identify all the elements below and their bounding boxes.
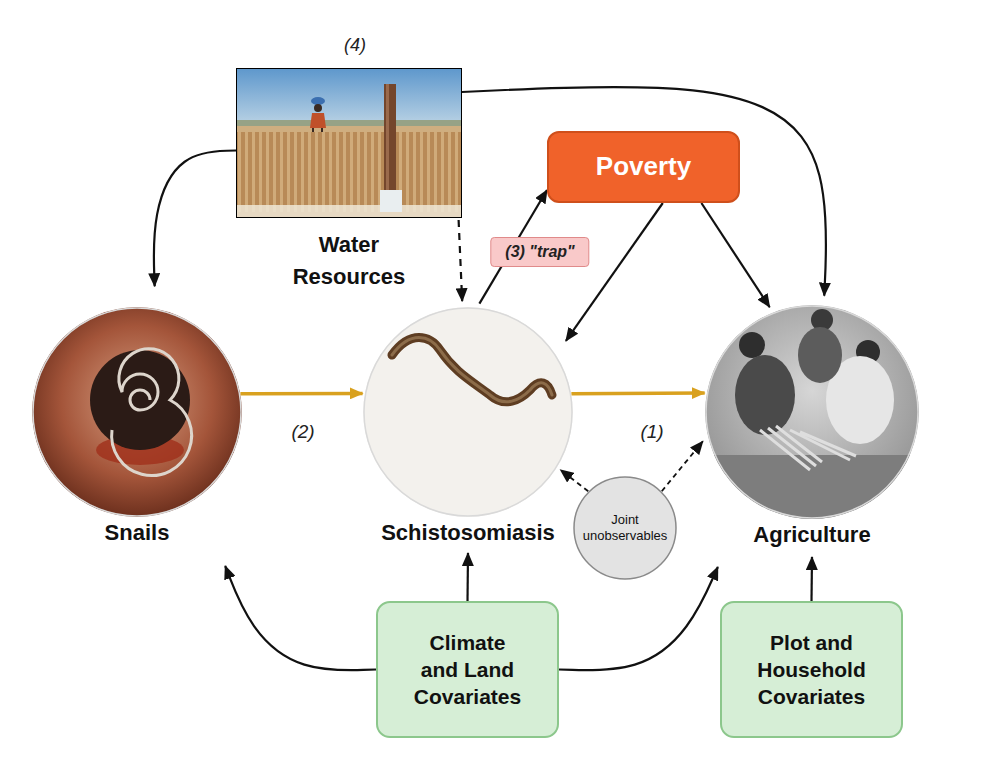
influence-arrow <box>810 557 813 601</box>
influence-arrow <box>466 553 469 601</box>
node-heading: Snails <box>105 520 170 546</box>
dam-face <box>236 128 462 218</box>
circle-outline <box>363 307 573 517</box>
circle-shape <box>33 308 241 516</box>
node-heading: Schistosomiasis <box>381 520 555 546</box>
text-holder: Plot and Household Covariates <box>722 603 901 736</box>
influence-arrow <box>701 203 769 307</box>
pipe-highlight <box>386 84 389 202</box>
callout-number: (4) <box>344 35 366 56</box>
circle-shape <box>706 306 918 518</box>
node-heading: Water Resources <box>274 229 424 293</box>
foam <box>236 205 462 218</box>
slide <box>363 307 573 517</box>
agriculture-photo <box>700 305 930 525</box>
dashed-arrow <box>459 220 463 301</box>
dashed-arrow <box>560 470 588 491</box>
node-text: Climate and Land Covariates <box>409 629 527 711</box>
node-text: Joint unobservables <box>577 512 673 543</box>
worm-core <box>392 338 552 402</box>
schistosome-photo <box>363 307 573 517</box>
water-jet <box>380 190 402 212</box>
circle-shape <box>364 308 572 516</box>
dam-lip <box>236 126 462 132</box>
circle-outline <box>32 307 242 517</box>
shell-spiral <box>112 349 192 476</box>
worker-body <box>798 327 842 383</box>
photo-circle: Snails <box>32 307 242 517</box>
photo-node: Water Resources <box>236 68 462 218</box>
influence-arrow <box>559 567 718 670</box>
worm <box>392 338 552 402</box>
worker-head <box>739 332 765 358</box>
influence-arrow <box>225 566 376 670</box>
process-box: Poverty <box>547 131 740 203</box>
water-photo <box>236 68 462 218</box>
influence-arrow <box>462 87 826 296</box>
person-legs <box>313 128 322 132</box>
node-heading: Agriculture <box>753 522 870 548</box>
sky <box>236 68 462 138</box>
text-holder: Poverty <box>549 133 738 201</box>
spillway-stripes <box>236 132 462 212</box>
text-holder: Joint unobservables <box>573 476 677 580</box>
causal-arrow <box>240 392 362 396</box>
text-holder: Snails <box>105 520 170 546</box>
text-holder: Agriculture <box>753 522 870 548</box>
basin <box>311 97 325 105</box>
text-holder: Climate and Land Covariates <box>378 603 557 736</box>
worker-body <box>735 355 795 435</box>
dashed-arrow <box>662 441 703 491</box>
node-text: Poverty <box>596 151 691 182</box>
rice-bundle <box>760 426 856 470</box>
person-body <box>310 113 326 128</box>
circle-outline <box>705 305 919 519</box>
text-holder: Water Resources <box>274 229 424 293</box>
skin <box>32 307 242 517</box>
photo-circle: Agriculture <box>705 305 919 519</box>
callout-number: (2) <box>291 421 314 443</box>
covariate-box: Climate and Land Covariates <box>376 601 559 738</box>
person-head <box>314 104 322 112</box>
unobservables-circle: Joint unobservables <box>573 476 677 580</box>
text-holder: Schistosomiasis <box>381 520 555 546</box>
photo-circle: Schistosomiasis <box>363 307 573 517</box>
snail-photo <box>32 307 242 517</box>
covariate-box: Plot and Household Covariates <box>720 601 903 738</box>
circle-shape <box>574 477 676 579</box>
pipe <box>384 84 396 202</box>
causal-arrow <box>571 391 704 395</box>
node-text: Plot and Household Covariates <box>753 629 871 711</box>
trap-tag: (3) "trap" <box>490 237 589 267</box>
callout-number: (1) <box>640 421 663 443</box>
influence-arrow <box>154 151 236 287</box>
influence-arrow <box>566 203 663 341</box>
